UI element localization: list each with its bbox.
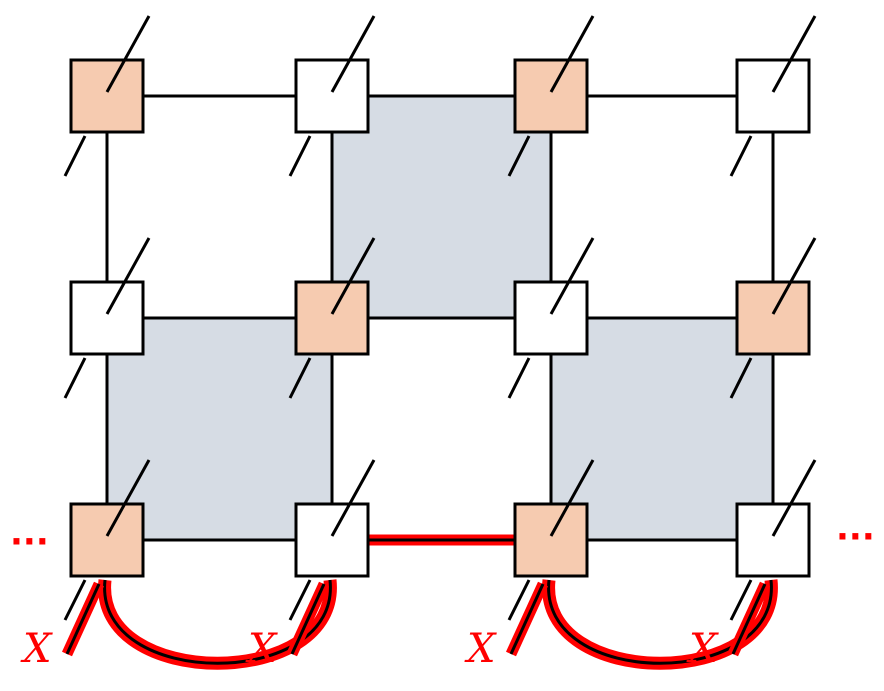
plain-node (735, 502, 811, 578)
accent-node (69, 502, 145, 578)
node-leg-bottom (507, 135, 531, 177)
plain-node (513, 280, 589, 356)
plain-node (294, 58, 370, 134)
left-ellipsis: ··· (10, 522, 49, 562)
node-leg-top (105, 459, 151, 537)
error-loop-core (103, 579, 332, 665)
node-leg-bottom (63, 579, 87, 621)
node-leg-top (549, 15, 595, 93)
node-leg-bottom (288, 579, 312, 621)
node-leg-top (771, 15, 817, 93)
accent-node (735, 280, 811, 356)
error-stub-core (731, 583, 767, 655)
error-stub-core (290, 583, 326, 655)
error-stub-core (65, 583, 101, 655)
accent-node (69, 58, 145, 134)
error-stub-core (509, 583, 545, 655)
node-leg-bottom (63, 135, 87, 177)
nodes-layer (63, 15, 817, 621)
node-leg-bottom (729, 135, 753, 177)
node-leg-bottom (729, 579, 753, 621)
node-leg-bottom (507, 357, 531, 399)
error-label-x: X (20, 626, 53, 672)
plain-node (69, 280, 145, 356)
plain-node (294, 502, 370, 578)
node-leg-top (549, 459, 595, 537)
error-label-x: X (464, 626, 497, 672)
error-loops-layer (61, 579, 778, 670)
node-leg-top (330, 459, 376, 537)
node-leg-top (549, 237, 595, 315)
error-label-x: X (686, 626, 719, 672)
node-leg-bottom (63, 357, 87, 399)
node-leg-bottom (288, 135, 312, 177)
node-leg-bottom (288, 357, 312, 399)
error-loop-core (547, 579, 773, 665)
accent-node (513, 58, 589, 134)
plain-node (735, 58, 811, 134)
node-leg-bottom (507, 579, 531, 621)
node-leg-top (771, 459, 817, 537)
node-leg-top (105, 237, 151, 315)
accent-node (294, 280, 370, 356)
node-leg-bottom (729, 357, 753, 399)
accent-node (513, 502, 589, 578)
node-leg-top (330, 15, 376, 93)
node-leg-top (771, 237, 817, 315)
right-ellipsis: ··· (836, 517, 875, 557)
node-leg-top (105, 15, 151, 93)
node-leg-top (330, 237, 376, 315)
error-label-x: X (245, 626, 278, 672)
